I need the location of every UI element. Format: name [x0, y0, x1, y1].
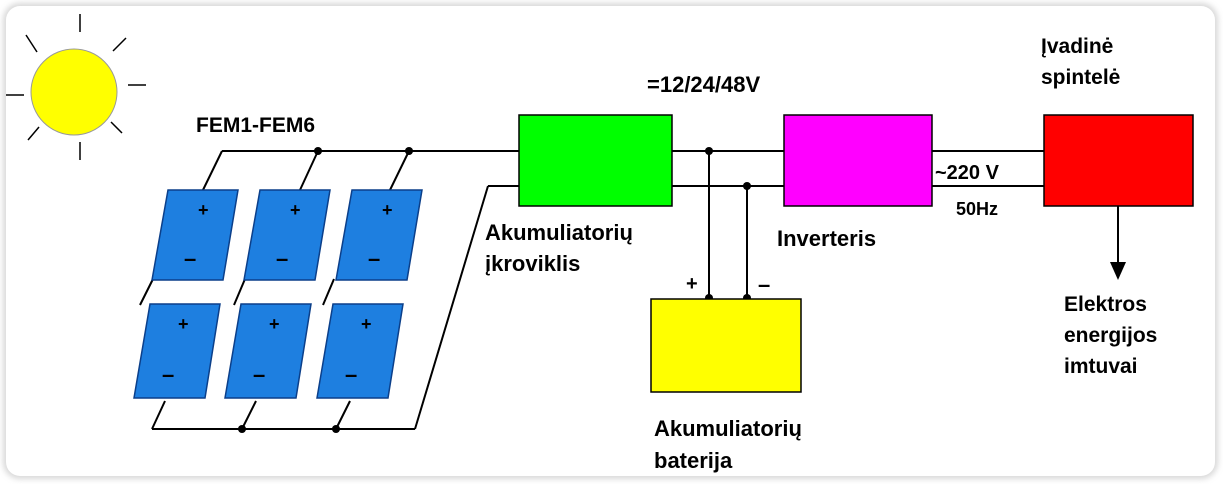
ac-frequency-label: 50Hz	[956, 199, 998, 219]
panel-wiring	[139, 150, 520, 430]
panels-label: FEM1-FEM6	[196, 114, 315, 137]
charger-label-line2: įkroviklis	[485, 251, 580, 276]
svg-text:+: +	[178, 314, 189, 334]
svg-text:–: –	[345, 362, 357, 387]
solar-panel	[224, 303, 312, 399]
inverter-box	[783, 114, 933, 207]
distribution-board-box	[1043, 114, 1194, 207]
charger-box	[518, 114, 673, 207]
svg-text:+: +	[269, 314, 280, 334]
dc-bus-wiring	[672, 150, 1119, 298]
battery-plus-sign: +	[686, 273, 698, 295]
svg-text:–: –	[162, 362, 174, 387]
solar-panel-array	[133, 189, 423, 399]
svg-text:+: +	[382, 200, 393, 220]
board-label-line1: Įvadinė	[1041, 35, 1113, 58]
dc-junctions	[705, 147, 751, 302]
svg-text:–: –	[368, 246, 380, 271]
battery-label-line1: Akumuliatorių	[654, 416, 802, 441]
solar-panel	[335, 189, 423, 281]
board-label-line2: spintelė	[1041, 66, 1120, 89]
ac-voltage-label: ~220 V	[935, 162, 1000, 184]
svg-text:+: +	[198, 200, 209, 220]
svg-text:+: +	[361, 314, 372, 334]
svg-text:–: –	[276, 246, 288, 271]
sun-icon	[6, 14, 146, 160]
panel-junctions	[238, 147, 413, 433]
svg-text:+: +	[290, 200, 301, 220]
dc-voltage-label: =12/24/48V	[647, 72, 760, 97]
charger-label-line1: Akumuliatorių	[485, 220, 633, 245]
solar-panel	[243, 189, 331, 281]
svg-text:–: –	[184, 246, 196, 271]
inverter-label: Inverteris	[777, 226, 876, 251]
solar-panel	[133, 303, 221, 399]
battery-minus-sign: –	[758, 272, 770, 297]
consumers-label-line3: imtuvai	[1064, 355, 1138, 378]
consumers-label-line2: energijos	[1064, 324, 1157, 347]
solar-panel	[316, 303, 404, 399]
panel-polarity-marks: + – + – + – + – + – + –	[162, 200, 393, 387]
battery-box	[650, 298, 802, 393]
consumers-label-line1: Elektros	[1064, 293, 1147, 316]
solar-panel	[151, 189, 239, 281]
arrow-down-icon	[1110, 262, 1126, 280]
svg-text:–: –	[253, 362, 265, 387]
battery-label-line2: baterija	[654, 448, 733, 473]
